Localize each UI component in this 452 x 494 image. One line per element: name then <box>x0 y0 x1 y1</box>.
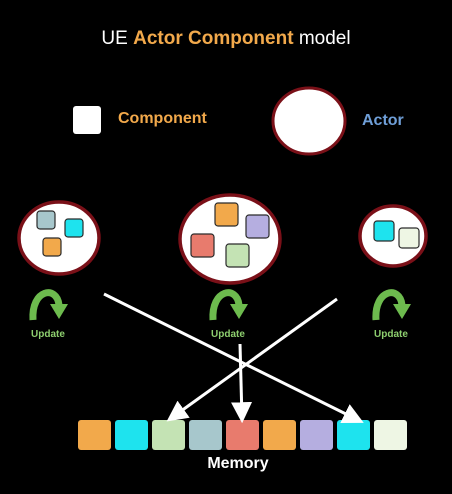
update-arrow-center-icon <box>209 289 248 321</box>
memory-block <box>78 420 407 450</box>
connector-center-actor-to-memory <box>231 343 253 424</box>
memory-cell-8 <box>337 420 370 450</box>
legend-actor-circle <box>271 86 347 156</box>
memory-cell-3 <box>152 420 185 450</box>
memory-cell-6 <box>263 420 296 450</box>
memory-cell-4 <box>189 420 222 450</box>
legend-actor-label: Actor <box>362 112 404 129</box>
actor-left-component-1 <box>36 210 56 230</box>
memory-cell-9 <box>374 420 407 450</box>
actor-center-component-1 <box>214 202 239 227</box>
connector-right-actor-to-memory <box>166 297 338 422</box>
memory-cell-2 <box>115 420 148 450</box>
title-suffix: model <box>293 28 351 49</box>
actor-right-component-2 <box>398 227 420 249</box>
actor-center-component-4 <box>225 243 250 268</box>
page-title: UE Actor Component model <box>0 28 452 50</box>
memory-cell-1 <box>78 420 111 450</box>
update-arrows-group <box>29 289 411 321</box>
memory-label: Memory <box>207 455 269 472</box>
memory-cell-7 <box>300 420 333 450</box>
components-group <box>36 202 420 268</box>
update-arrow-right-icon <box>372 289 411 321</box>
actor-left-component-2 <box>64 218 84 238</box>
actor-center-component-3 <box>190 233 215 258</box>
update-label-left: Update <box>31 329 65 340</box>
update-label-center: Update <box>211 329 245 340</box>
connector-left-actor-to-memory <box>103 292 364 423</box>
actor-right-component-1 <box>373 220 395 242</box>
connector-lines <box>103 292 364 424</box>
update-label-right: Update <box>374 329 408 340</box>
memory-cell-5 <box>226 420 259 450</box>
title-prefix: UE <box>101 28 134 49</box>
actor-left-component-3 <box>42 237 62 257</box>
actor-center-component-2 <box>245 214 270 239</box>
legend-component-label: Component <box>118 110 207 127</box>
legend-component-square <box>73 106 101 134</box>
update-arrow-left-icon <box>29 289 68 321</box>
title-highlight: Actor Component <box>133 28 294 49</box>
